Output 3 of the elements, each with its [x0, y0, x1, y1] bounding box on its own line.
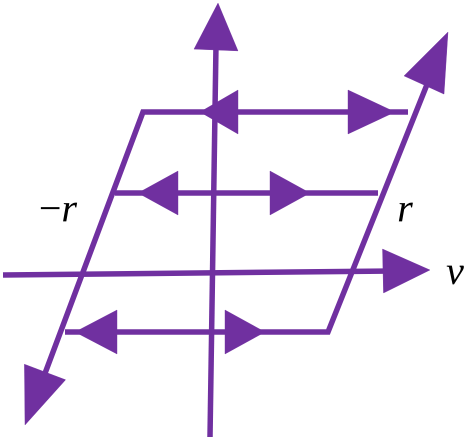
axis-label: v	[446, 266, 464, 284]
threshold-label: −r	[40, 202, 78, 222]
threshold-label: r	[398, 202, 413, 222]
